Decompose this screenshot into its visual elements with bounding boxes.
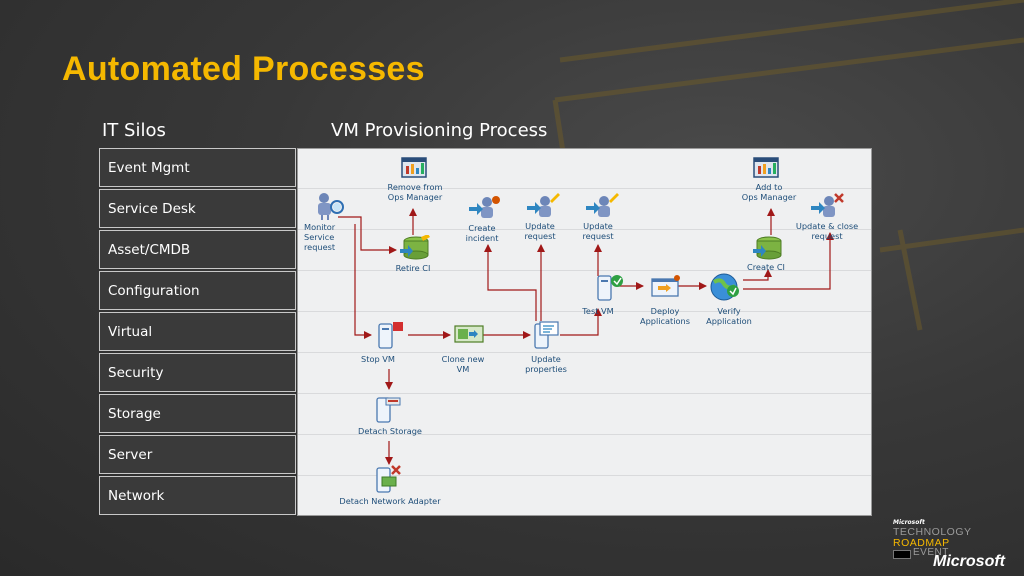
- node-text-retire-ci: Retire CI: [395, 263, 431, 273]
- silo-service-desk: Service Desk: [99, 189, 296, 228]
- node-text-update-request-1: Update request: [524, 221, 556, 241]
- server-check-icon: [597, 275, 623, 301]
- process-panel: Monitor Service request Remove from Ops …: [297, 148, 872, 516]
- silo-network: Network: [99, 476, 296, 515]
- brand-bar: [893, 550, 911, 559]
- brand-technology: TECHNOLOGY: [893, 526, 972, 538]
- silo-list: Event Mgmt Service Desk Asset/CMDB Confi…: [99, 148, 296, 517]
- silo-security: Security: [99, 353, 296, 392]
- silo-virtual: Virtual: [99, 312, 296, 351]
- lane-service-desk: [298, 190, 871, 230]
- brand-roadmap: ROADMAP: [893, 537, 950, 549]
- node-label-stop-vm: Stop VM: [358, 354, 398, 364]
- lane-event-mgmt: [298, 149, 871, 189]
- node-label-update-close: Update & close request: [792, 221, 862, 241]
- arrow-props-test: [560, 308, 602, 336]
- silo-event-mgmt: Event Mgmt: [99, 148, 296, 187]
- arrow-monitor-retire: [338, 216, 397, 254]
- arrow-props-incident: [484, 244, 537, 321]
- node-label-verify-app: Verify Application: [696, 306, 762, 326]
- lane-virtual: [298, 313, 871, 353]
- silo-storage: Storage: [99, 394, 296, 433]
- clone-icon: [454, 325, 484, 343]
- globe-check-icon: [710, 273, 739, 301]
- lane-storage: [298, 395, 871, 435]
- node-text-update-close: Update & close request: [795, 221, 859, 241]
- node-label-update-props: Update properties: [518, 354, 574, 374]
- node-label-deploy-apps: Deploy Applications: [631, 306, 699, 326]
- node-text-verify-app: Verify Application: [706, 306, 752, 326]
- silos-header: IT Silos: [102, 120, 166, 141]
- ops-manager-icon: [401, 157, 427, 178]
- node-label-detach-network: Detach Network Adapter: [328, 496, 452, 506]
- node-text-test-vm: Test VM: [582, 306, 614, 316]
- arrow-verify-ci: [743, 269, 772, 281]
- lane-asset-cmdb: [298, 231, 871, 271]
- brand-microsoft-small: Microsoft: [893, 519, 925, 526]
- node-text-add-ops: Add to Ops Manager: [741, 182, 797, 202]
- ops-manager-icon: [753, 157, 779, 178]
- arrow-monitor-stop: [354, 224, 372, 339]
- node-label-remove-ops: Remove from Ops Manager: [380, 182, 450, 202]
- node-label-test-vm: Test VM: [578, 306, 618, 316]
- process-header: VM Provisioning Process: [331, 120, 548, 141]
- node-label-detach-storage: Detach Storage: [338, 426, 442, 436]
- request-close-icon: [811, 193, 844, 217]
- node-text-deploy-apps: Deploy Applications: [639, 306, 690, 326]
- slide-title: Automated Processes: [62, 50, 425, 88]
- node-label-update-request-1: Update request: [516, 221, 564, 241]
- network-adapter-icon: [376, 465, 401, 493]
- flow-connectors: [338, 208, 834, 465]
- silo-asset-cmdb: Asset/CMDB: [99, 230, 296, 269]
- node-text-clone-vm: Clone new VM: [441, 354, 485, 374]
- node-label-add-ops: Add to Ops Manager: [734, 182, 804, 202]
- properties-icon: [534, 321, 559, 349]
- node-text-remove-ops: Remove from Ops Manager: [387, 182, 443, 202]
- database-icon: [400, 235, 430, 260]
- node-label-create-incident: Create incident: [456, 223, 508, 243]
- silo-server: Server: [99, 435, 296, 474]
- node-text-detach-network: Detach Network Adapter: [339, 496, 441, 506]
- lane-server: [298, 436, 871, 476]
- person-monitor-icon: [318, 193, 344, 220]
- node-text-detach-storage: Detach Storage: [358, 426, 422, 436]
- lane-security: [298, 354, 871, 394]
- arrow-verify-close: [743, 232, 834, 290]
- node-text-create-incident: Create incident: [465, 223, 499, 243]
- database-icon: [753, 236, 782, 260]
- node-label-update-request-2: Update request: [574, 221, 622, 241]
- node-label-retire-ci: Retire CI: [388, 263, 438, 273]
- deploy-icon: [651, 275, 680, 297]
- brand-microsoft: Microsoft: [933, 553, 1005, 570]
- request-edit-icon: [527, 193, 560, 217]
- node-label-create-ci: Create CI: [741, 262, 791, 272]
- storage-icon: [376, 397, 401, 423]
- brand-logo: Microsoft TECHNOLOGY ROADMAP EVENT Micro…: [893, 519, 1018, 571]
- node-text-update-props: Update properties: [525, 354, 567, 374]
- silo-configuration: Configuration: [99, 271, 296, 310]
- node-text-update-request-2: Update request: [582, 221, 614, 241]
- lane-configuration: [298, 272, 871, 312]
- incident-icon: [469, 196, 500, 218]
- node-text-monitor: Monitor Service request: [304, 222, 336, 252]
- node-label-clone-vm: Clone new VM: [434, 354, 492, 374]
- node-text-stop-vm: Stop VM: [361, 354, 395, 364]
- node-text-create-ci: Create CI: [747, 262, 785, 272]
- server-stop-icon: [378, 322, 403, 349]
- brand-event: EVENT: [913, 547, 949, 558]
- request-edit-icon: [586, 193, 619, 217]
- node-label-monitor: Monitor Service request: [304, 222, 335, 252]
